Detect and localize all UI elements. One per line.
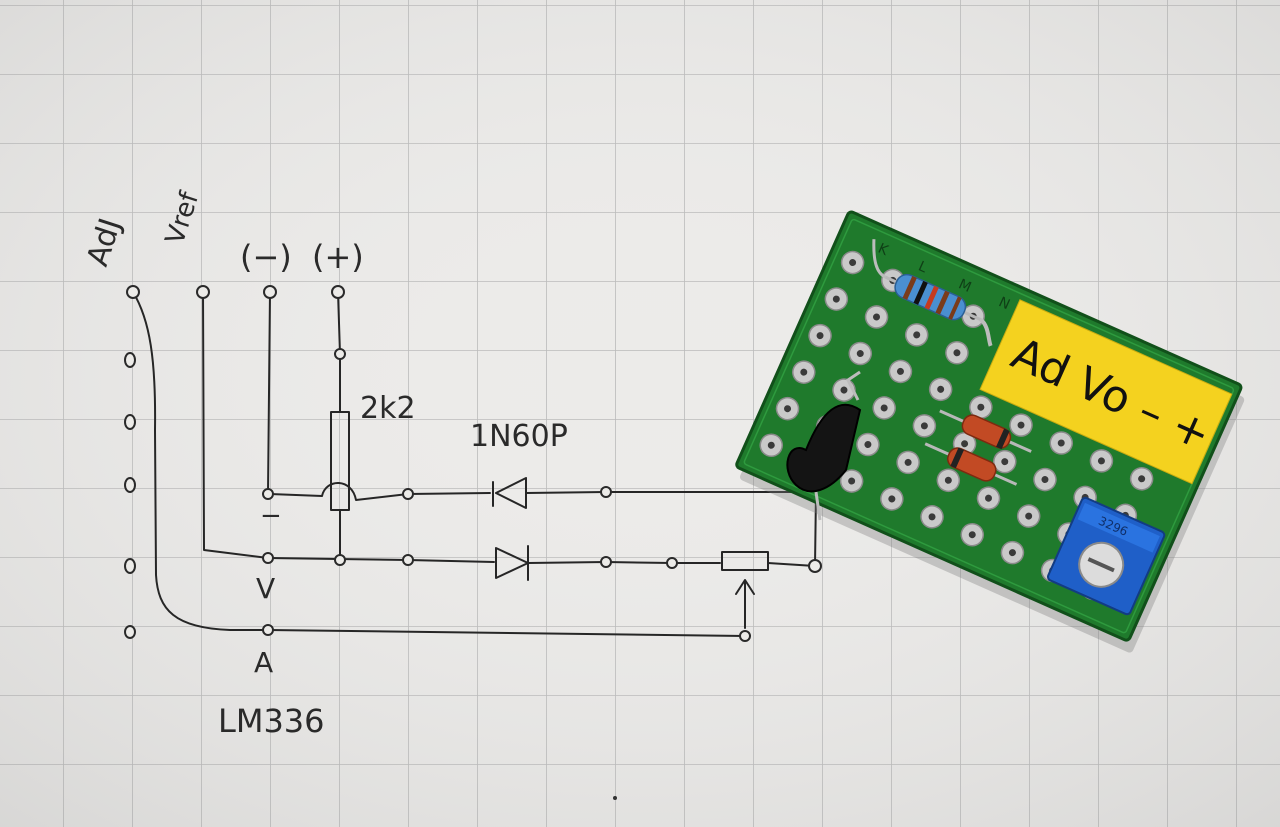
pcb-pad-hole	[985, 494, 993, 502]
pcb-pad-hole	[1001, 458, 1009, 466]
resistor-label: 2k2	[360, 391, 416, 426]
pcb-pad-hole	[856, 350, 864, 358]
pin-label-v: V	[256, 572, 275, 605]
label-plus-terminal: (+)	[312, 238, 364, 276]
pcb-board: K L M N Ad Vo – +	[735, 210, 1245, 653]
trimpot-component: 3296	[1047, 496, 1166, 616]
hand-drawn-schematic: AdJ Vref (−) (+)	[80, 188, 822, 740]
pcb-pad-hole	[928, 513, 936, 521]
wire-vref	[202, 291, 269, 559]
pcb-pad-hole	[977, 403, 985, 411]
pcb-pad-hole	[1025, 512, 1033, 520]
pcb-pad-hole	[832, 295, 840, 303]
wire-minus	[267, 291, 271, 495]
pcb-pad-hole	[1097, 457, 1105, 465]
row-letter-m: M	[956, 276, 974, 296]
pcb-pad-hole	[784, 405, 792, 413]
lm336-component	[786, 370, 862, 521]
pcb-pad-hole	[961, 440, 969, 448]
pcb-pad-hole	[904, 458, 912, 466]
pin-label-minus: −	[260, 501, 282, 531]
pcb-pad-hole	[1008, 549, 1016, 557]
wire-plus	[337, 291, 341, 355]
pcb-pad-hole	[888, 495, 896, 503]
pcb-pad-hole	[953, 349, 961, 357]
pcb-pad-hole	[864, 440, 872, 448]
wire-a-net	[267, 629, 746, 637]
resistor-component	[884, 273, 982, 321]
pcb-pad-hole	[896, 367, 904, 375]
pcb-pad-hole	[968, 531, 976, 539]
pcb-pad-hole	[1017, 421, 1025, 429]
pcb-pad-hole	[880, 404, 888, 412]
pcb-pad-hole	[816, 332, 824, 340]
pin-label-a: A	[254, 646, 273, 679]
pcb-pad-hole	[849, 259, 857, 267]
wire-adj	[132, 291, 269, 631]
pcb-pad-hole	[848, 477, 856, 485]
terminal-pads	[124, 285, 822, 642]
pcb-pad-hole	[767, 441, 775, 449]
pcb-pad-hole	[873, 313, 881, 321]
diode-component-2	[924, 442, 1018, 486]
diode-label: 1N60P	[470, 419, 568, 454]
pcb-pad-hole	[800, 368, 808, 376]
pcb-pad-hole	[840, 386, 848, 394]
pcb-pad-hole	[937, 385, 945, 393]
diode-component-1	[939, 409, 1032, 453]
wire-minus-net	[269, 482, 491, 501]
ic-label: LM336	[218, 702, 325, 740]
pcb-pad-hole	[1057, 439, 1065, 447]
pcb-pad-hole	[1041, 476, 1049, 484]
pcb-pad-hole	[913, 331, 921, 339]
trimpot-symbol	[721, 551, 769, 571]
pcb-pad-hole	[920, 422, 928, 430]
pcb-pad-hole	[1138, 475, 1146, 483]
pcb-pad-hole	[944, 476, 952, 484]
board-label-sticker	[979, 299, 1233, 485]
label-minus-terminal: (−)	[240, 238, 292, 276]
